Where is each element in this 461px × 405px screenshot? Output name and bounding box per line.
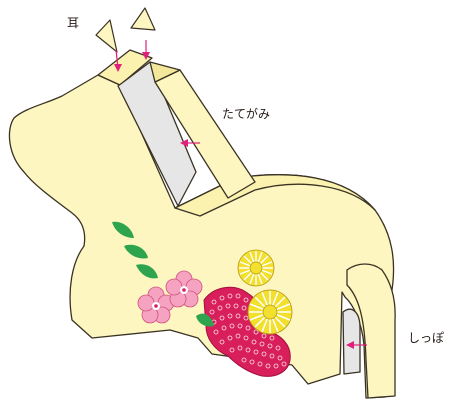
tail-slot bbox=[343, 309, 360, 374]
ear-label: 耳 bbox=[67, 16, 79, 30]
chrysanthemum bbox=[248, 290, 292, 334]
horse-body bbox=[9, 50, 395, 398]
chrysanthemum bbox=[238, 250, 274, 286]
ear-piece-left bbox=[96, 20, 117, 52]
ear-piece-right bbox=[131, 8, 155, 30]
mane-label: たてがみ bbox=[222, 106, 270, 121]
tail-label: しっぽ bbox=[408, 331, 444, 345]
